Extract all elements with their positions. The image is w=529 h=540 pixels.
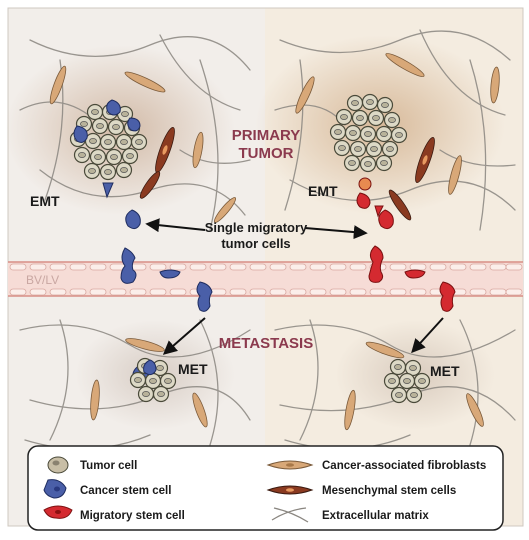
primary-tumor-title-2: TUMOR <box>239 145 294 162</box>
arrows <box>145 218 444 355</box>
legend-label-migratory-stem-cell: Migratory stem cell <box>80 510 185 522</box>
legend-label-cancer-associated-fibroblasts: Cancer-associated fibroblasts <box>322 460 486 472</box>
migratory-stem-cells-migrating <box>368 245 456 312</box>
mesenchymal-stem-cell-icon <box>266 485 314 495</box>
migratory-stem-cell-icon <box>43 505 73 519</box>
emt-label-left: EMT <box>30 193 60 209</box>
legend: Tumor cell Cancer stem cell Migratory st… <box>27 445 504 531</box>
legend-label-mesenchymal-stem-cells: Mesenchymal stem cells <box>322 485 456 497</box>
callout-tumor-cells: tumor cells <box>221 236 290 251</box>
fibroblast-icon <box>266 460 314 470</box>
migratory-stem-cells-primary <box>356 177 394 230</box>
legend-label-cancer-stem-cell: Cancer stem cell <box>80 485 171 497</box>
met-label-left: MET <box>178 361 208 377</box>
met-label-right: MET <box>430 363 460 379</box>
callout-single-migratory: Single migratory <box>205 220 308 235</box>
cancer-associated-fibroblasts <box>49 53 500 431</box>
emt-label-right: EMT <box>308 183 338 199</box>
primary-tumor-title: PRIMARY <box>232 127 301 144</box>
blood-lymph-vessel <box>8 261 523 297</box>
cancer-stem-cell-icon <box>43 479 67 499</box>
legend-label-extracellular-matrix: Extracellular matrix <box>322 510 429 522</box>
legend-label-tumor-cell: Tumor cell <box>80 460 137 472</box>
vessel-label: BV/LV <box>26 273 59 287</box>
tumor-cell-icon <box>47 456 69 474</box>
cancer-stem-cells-primary <box>73 99 141 230</box>
extracellular-matrix-icon <box>271 507 309 523</box>
metastasis-title: METASTASIS <box>219 335 313 352</box>
